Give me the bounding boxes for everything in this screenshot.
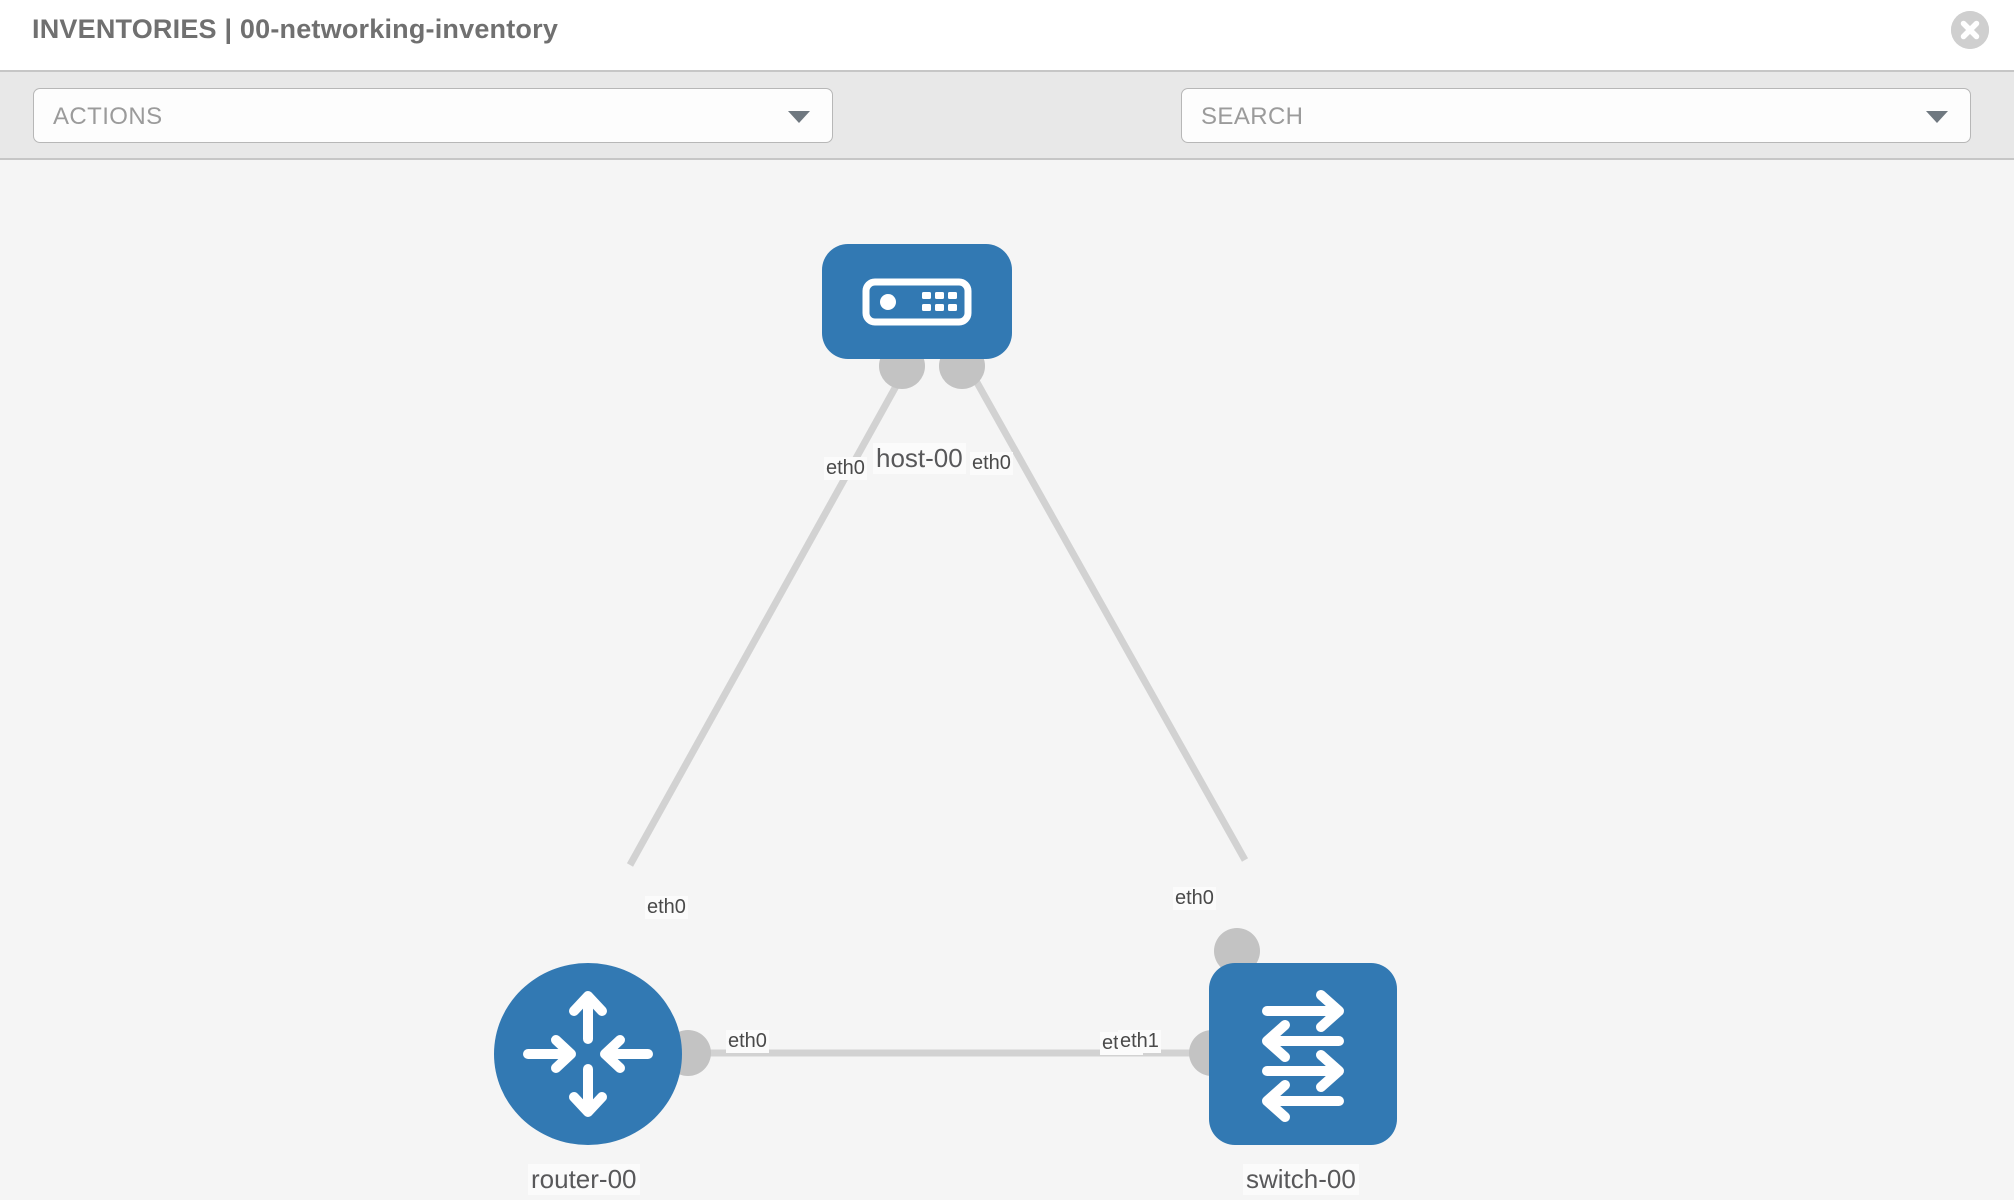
node-label-switch-00: switch-00 [1243,1164,1359,1195]
edge-label-router-right: eth0 [726,1030,769,1053]
topology-links [626,368,1249,1057]
edge-label-host-right: eth0 [970,452,1013,475]
page-title: INVENTORIES | 00-networking-inventory [32,14,559,44]
topology-canvas[interactable]: host-00 eth0 eth0 [0,160,2014,1200]
chevron-down-icon [788,111,810,123]
node-label-host-00: host-00 [873,443,966,474]
node-host-00[interactable] [822,244,1012,364]
search-input[interactable]: SEARCH [1181,88,1971,143]
chevron-down-icon[interactable] [1926,111,1948,123]
node-switch-00[interactable] [1209,963,1399,1153]
switch-arrows-icon [1262,990,1344,1122]
router-arrows-icon [523,991,653,1117]
edge-label-switch-left: eth1 [1118,1030,1161,1053]
router-node-shape[interactable] [494,963,682,1145]
host-node-shape[interactable] [822,244,1012,359]
close-icon[interactable] [1951,11,1989,49]
edge-label-router-up: eth0 [645,896,688,919]
actions-dropdown[interactable]: ACTIONS [33,88,833,143]
actions-dropdown-label: ACTIONS [53,103,163,130]
toolbar: ACTIONS SEARCH [0,70,2014,208]
port-switch-topleft [1214,928,1260,974]
node-label-router-00: router-00 [528,1164,640,1195]
search-placeholder: SEARCH [1201,103,1304,130]
server-icon [862,278,972,326]
link-host-router [626,368,909,867]
node-router-00[interactable] [494,963,684,1153]
edge-label-switch-up: eth0 [1173,887,1216,910]
link-host-switch [966,368,1249,862]
switch-node-shape[interactable] [1209,963,1397,1145]
edge-label-host-left: eth0 [824,457,867,480]
page-header: INVENTORIES | 00-networking-inventory [0,0,2014,70]
